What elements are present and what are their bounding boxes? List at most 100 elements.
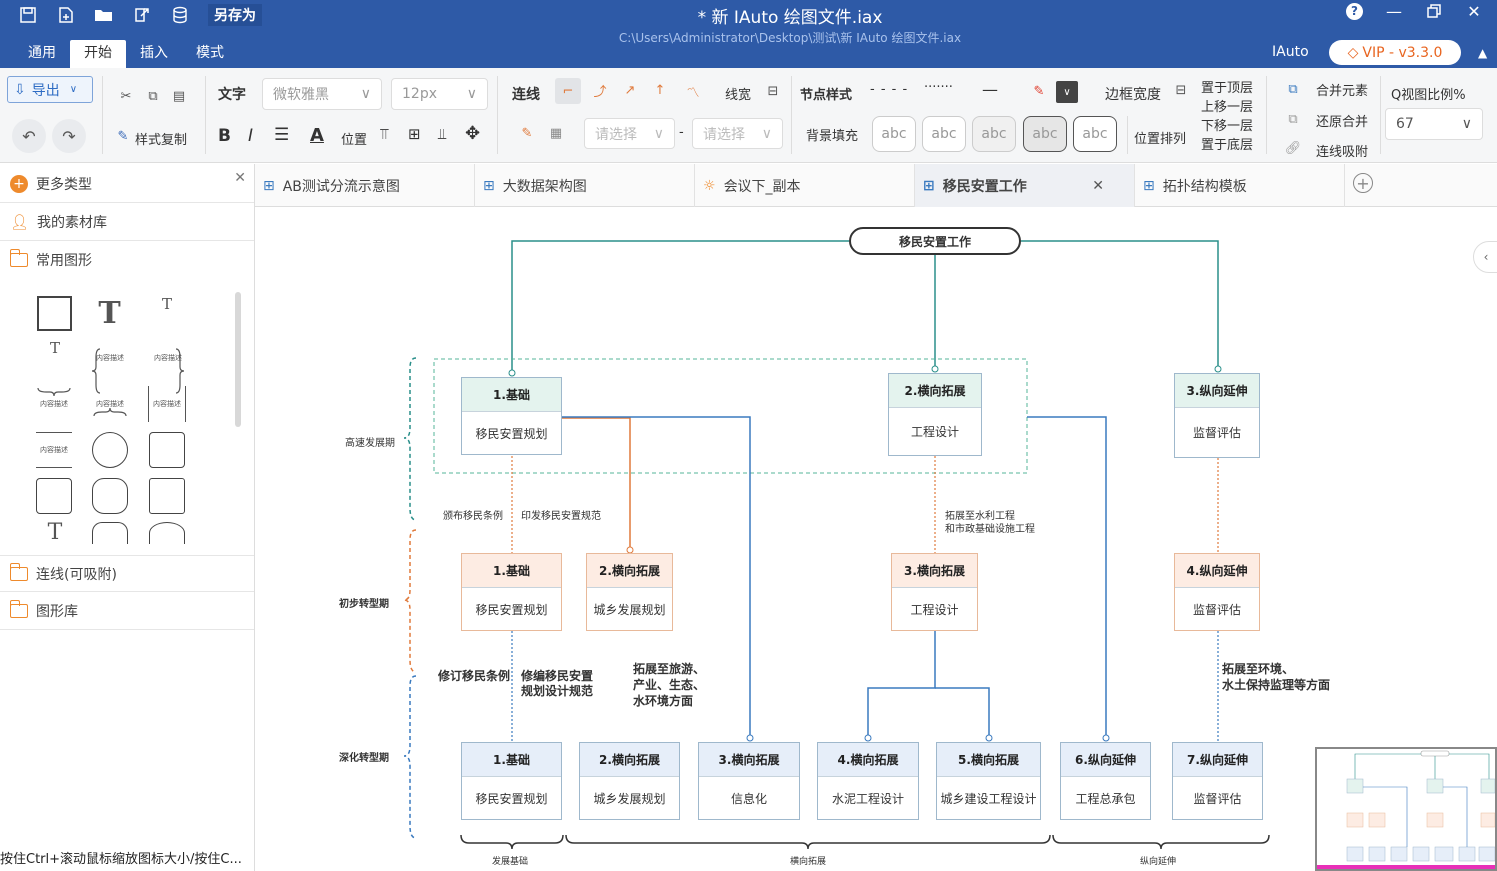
menu-start[interactable]: 开始 — [70, 40, 126, 68]
node-vertical-4[interactable]: 7.纵向延伸监督评估 — [1172, 742, 1263, 820]
vip-badge[interactable]: ◇VIP - v3.3.0 — [1329, 40, 1461, 65]
node-vertical-1[interactable]: 3.纵向延伸监督评估 — [1174, 373, 1260, 458]
shape-text-serif[interactable]: T — [47, 519, 63, 545]
tab-meeting[interactable]: ☼会议下_副本 — [695, 164, 915, 207]
style-preset-3[interactable]: abc — [972, 116, 1016, 152]
close-window-icon[interactable]: ✕ — [1467, 1, 1481, 21]
move-down-button[interactable]: 下移一层 — [1201, 119, 1254, 134]
polyline-icon[interactable]: 〽 — [686, 85, 700, 101]
shape-rect-2[interactable] — [149, 478, 185, 514]
line-pattern-icon[interactable]: ▦ — [549, 125, 563, 141]
dot-style-icon[interactable]: ······· — [924, 80, 953, 95]
bold-icon[interactable]: B — [218, 126, 231, 146]
node-horizontal-6[interactable]: 4.横向拓展水泥工程设计 — [817, 742, 919, 820]
border-color-icon[interactable]: ✎ — [1033, 83, 1045, 99]
format-brush-icon[interactable]: ✎ — [117, 128, 129, 144]
zoom-select[interactable]: 67∨ — [1385, 108, 1483, 140]
restore-icon[interactable] — [1425, 2, 1443, 20]
move-up-button[interactable]: 上移一层 — [1201, 100, 1254, 115]
more-types-row[interactable]: + 更多类型 ✕ — [0, 166, 254, 203]
shape-library-row[interactable]: 图形库 — [0, 593, 254, 630]
shape-brace-top[interactable]: 内容描述 — [36, 386, 72, 422]
shape-brace-right[interactable]: 内容描述 — [150, 340, 186, 376]
node-horizontal-5[interactable]: 3.横向拓展信息化 — [698, 742, 800, 820]
user-name[interactable]: IAuto — [1272, 44, 1309, 60]
copy-icon[interactable]: ⧉ — [148, 88, 158, 104]
shape-arch[interactable] — [92, 522, 128, 544]
shape-bracket[interactable]: 内容描述 — [148, 386, 186, 422]
line-end-select[interactable]: 请选择∨ — [692, 118, 783, 149]
lines-row[interactable]: 连线(可吸附) — [0, 555, 254, 592]
node-horizontal-3[interactable]: 3.横向拓展工程设计 — [891, 553, 978, 631]
tab-resettlement[interactable]: ⊞移民安置工作✕ — [915, 164, 1135, 207]
menu-general[interactable]: 通用 — [28, 45, 56, 61]
shape-dome[interactable] — [149, 522, 185, 544]
node-foundation-3[interactable]: 1.基础移民安置规划 — [461, 742, 562, 820]
color-dropdown-icon[interactable]: ∨ — [1056, 81, 1078, 103]
align-icon[interactable]: ☰ — [274, 125, 290, 145]
line-color-icon[interactable]: ✎ — [521, 125, 533, 141]
font-color-icon[interactable]: A — [310, 125, 324, 146]
tab-bigdata[interactable]: ⊞大数据架构图 — [475, 164, 695, 207]
shape-round-rect[interactable] — [92, 478, 128, 514]
style-preset-4[interactable]: abc — [1023, 116, 1067, 152]
node-foundation-1[interactable]: 1.基础移民安置规划 — [461, 377, 562, 455]
send-to-back-button[interactable]: 置于底层 — [1201, 138, 1254, 153]
font-family-select[interactable]: 微软雅黑∨ — [262, 78, 382, 110]
step-line-icon[interactable]: ⤴ — [593, 84, 607, 100]
collapse-ribbon-icon[interactable]: ▲ — [1478, 46, 1488, 60]
redo-button[interactable]: ↷ — [52, 119, 86, 153]
shape-square[interactable] — [36, 478, 72, 514]
menu-insert[interactable]: 插入 — [140, 45, 168, 61]
save-as-button[interactable]: 另存为 — [208, 4, 262, 26]
align-bottom-icon[interactable]: ⫫ — [438, 125, 447, 143]
cut-icon[interactable]: ✂ — [120, 88, 132, 104]
style-preset-5[interactable]: abc — [1073, 116, 1117, 152]
italic-icon[interactable]: I — [248, 126, 254, 146]
add-tab-icon[interactable]: + — [1353, 173, 1373, 193]
node-horizontal-4[interactable]: 2.横向拓展城乡发展规划 — [579, 742, 680, 820]
move-icon[interactable]: ✥ — [465, 123, 481, 144]
my-library-row[interactable]: 👤︎ 我的素材库 — [0, 204, 254, 241]
expand-panel-icon[interactable]: ‹ — [1473, 241, 1497, 273]
common-shapes-row[interactable]: 常用图形 — [0, 241, 254, 278]
distribute-icon[interactable]: ⊞ — [408, 125, 421, 143]
new-file-icon[interactable] — [56, 5, 76, 25]
node-foundation-2[interactable]: 1.基础移民安置规划 — [461, 553, 562, 631]
close-tab-icon[interactable]: ✕ — [1092, 177, 1104, 194]
shape-brace-bottom[interactable]: 内容描述 — [92, 386, 128, 422]
align-top-icon[interactable]: ⫪ — [380, 125, 389, 143]
shape-rectangle[interactable] — [37, 296, 72, 331]
bring-to-front-button[interactable]: 置于顶层 — [1201, 81, 1254, 96]
straight-line-icon[interactable]: ↑ — [654, 82, 666, 98]
minimize-icon[interactable]: — — [1386, 1, 1402, 21]
solid-style-icon[interactable]: — — [982, 80, 998, 99]
node-horizontal-7[interactable]: 5.横向拓展城乡建设工程设计 — [936, 742, 1041, 820]
shape-text-title[interactable]: T — [49, 339, 60, 357]
shape-text-large[interactable]: T — [98, 296, 121, 331]
open-folder-icon[interactable] — [94, 5, 114, 25]
format-copy-button[interactable]: 样式复制 — [135, 133, 188, 148]
border-width-label[interactable]: 边框宽度 — [1105, 87, 1161, 103]
node-horizontal-1[interactable]: 2.横向拓展工程设计 — [888, 373, 982, 456]
style-preset-2[interactable]: abc — [922, 116, 966, 152]
shape-bracket-horizontal[interactable]: 内容描述 — [36, 432, 72, 468]
node-vertical-3[interactable]: 6.纵向延伸工程总承包 — [1060, 742, 1151, 820]
orthogonal-line-icon[interactable]: ⌐ — [555, 78, 581, 104]
save-icon[interactable] — [18, 5, 38, 25]
node-horizontal-2[interactable]: 2.横向拓展城乡发展规划 — [586, 553, 673, 631]
menu-mode[interactable]: 模式 — [196, 45, 224, 61]
shape-rounded-square[interactable] — [149, 432, 185, 468]
line-width-icon[interactable]: ⊟ — [767, 83, 779, 99]
unmerge-button[interactable]: 还原合并 — [1316, 115, 1369, 130]
style-preset-1[interactable]: abc — [872, 116, 916, 152]
curve-line-icon[interactable]: ↗ — [624, 82, 636, 98]
dash-style-icon[interactable]: - - - - — [870, 82, 909, 97]
line-width-label[interactable]: 线宽 — [725, 88, 752, 103]
palette-scrollbar[interactable] — [235, 292, 241, 427]
tab-topology[interactable]: ⊞拓扑结构模板 — [1135, 164, 1345, 207]
position-arrange-label[interactable]: 位置排列 — [1134, 132, 1187, 147]
position-button[interactable]: 位置 — [341, 133, 368, 148]
diagram-canvas[interactable]: 移民安置工作 1.基础移民安置规划 2.横向拓展工程设计 3.纵向延伸监督评估 … — [256, 208, 1497, 871]
shape-text-small[interactable]: T — [161, 295, 172, 313]
